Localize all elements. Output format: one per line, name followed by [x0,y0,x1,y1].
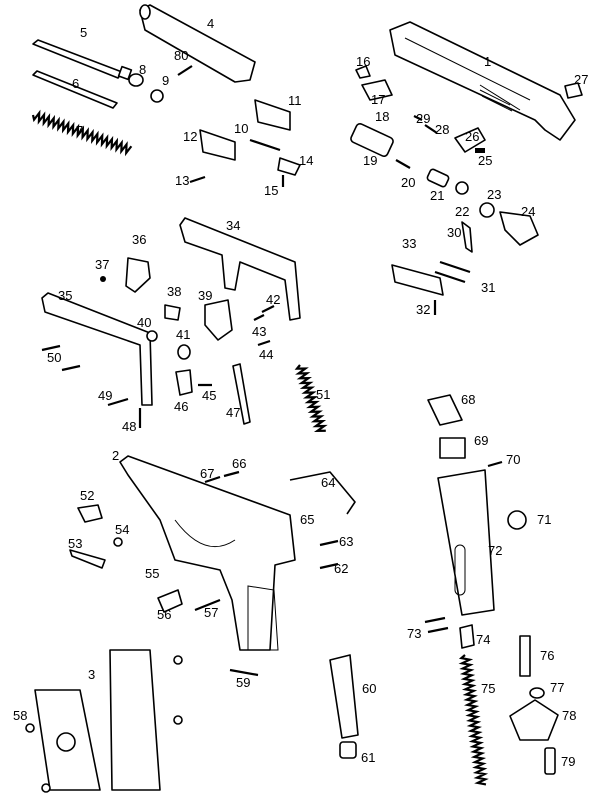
part-number-label: 30 [447,225,461,240]
part-number-label: 45 [202,388,216,403]
part-number-label: 58 [13,708,27,723]
part-number-label: 2 [112,448,119,463]
part-number-label: 15 [264,183,278,198]
part-bushing [128,73,144,87]
part-number-label: 36 [132,232,146,247]
part-number-label: 63 [339,534,353,549]
part-number-label: 34 [226,218,240,233]
part-number-label: 48 [122,419,136,434]
part-number-label: 71 [537,512,551,527]
part-number-label: 31 [481,280,495,295]
part-number-label: 19 [363,153,377,168]
part-number-label: 68 [461,392,475,407]
part-number-label: 6 [72,76,79,91]
part-number-label: 56 [157,607,171,622]
part-number-label: 37 [95,257,109,272]
part-number-label: 67 [200,466,214,481]
part-number-label: 61 [361,750,375,765]
part-number-label: 4 [207,16,214,31]
part-number-label: 66 [232,456,246,471]
part-number-label: 62 [334,561,348,576]
part-number-label: 51 [316,387,330,402]
part-number-label: 14 [299,153,313,168]
part-number-label: 25 [478,153,492,168]
part-number-label: 28 [435,122,449,137]
part-number-label: 1 [484,54,491,69]
part-number-label: 18 [375,109,389,124]
part-number-label: 42 [266,292,280,307]
part-number-label: 43 [252,324,266,339]
part-number-label: 38 [167,284,181,299]
part-number-label: 13 [175,173,189,188]
part-number-label: 65 [300,512,314,527]
part-hammer-spring [294,364,328,432]
part-number-label: 16 [356,54,370,69]
part-number-label: 78 [562,708,576,723]
part-number-label: 70 [506,452,520,467]
part-magazine-small [329,654,359,739]
part-magazine-spring [458,654,489,786]
part-locking-block [254,99,291,131]
part-number-label: 8 [139,62,146,77]
part-number-label: 21 [430,188,444,203]
part-number-label: 35 [58,288,72,303]
part-number-label: 54 [115,522,129,537]
part-number-label: 17 [371,92,385,107]
part-number-label: 11 [288,93,302,108]
part-number-label: 64 [321,475,335,490]
part-number-label: 52 [80,488,94,503]
part-number-label: 29 [416,111,430,126]
part-frame [119,455,296,651]
part-number-label: 39 [198,288,212,303]
part-number-label: 7 [76,123,83,138]
part-recoil-spring [31,109,133,157]
part-number-label: 3 [88,667,95,682]
part-number-label: 73 [407,626,421,641]
part-number-label: 27 [574,72,588,87]
part-number-label: 50 [47,350,61,365]
part-number-label: 9 [162,73,169,88]
part-number-label: 53 [68,536,82,551]
part-number-label: 69 [474,433,488,448]
part-number-label: 10 [234,121,248,136]
part-number-label: 74 [476,632,490,647]
part-number-label: 26 [465,129,479,144]
part-number-label: 79 [561,754,575,769]
part-barrel [139,4,256,83]
part-number-label: 80 [174,48,188,63]
part-number-label: 77 [550,680,564,695]
part-recoil-rod [32,39,133,109]
part-number-label: 76 [540,648,554,663]
part-number-label: 41 [176,327,190,342]
part-number-label: 55 [145,566,159,581]
part-magazine [437,469,495,616]
part-number-label: 32 [416,302,430,317]
part-number-label: 49 [98,388,112,403]
part-number-label: 12 [183,129,197,144]
part-number-label: 24 [521,204,535,219]
part-slide [389,21,576,141]
part-number-label: 44 [259,347,273,362]
part-number-label: 23 [487,187,501,202]
part-number-label: 72 [488,543,502,558]
part-number-label: 33 [402,236,416,251]
part-number-label: 22 [455,204,469,219]
part-number-label: 46 [174,399,188,414]
part-number-label: 57 [204,605,218,620]
part-number-label: 75 [481,681,495,696]
part-number-label: 60 [362,681,376,696]
part-grip-panel-right [109,649,161,791]
part-number-label: 47 [226,405,240,420]
part-number-label: 59 [236,675,250,690]
part-number-label: 40 [137,315,151,330]
part-number-label: 5 [80,25,87,40]
part-locking-block-plunger [199,129,236,161]
part-cap [150,89,164,103]
part-number-label: 20 [401,175,415,190]
